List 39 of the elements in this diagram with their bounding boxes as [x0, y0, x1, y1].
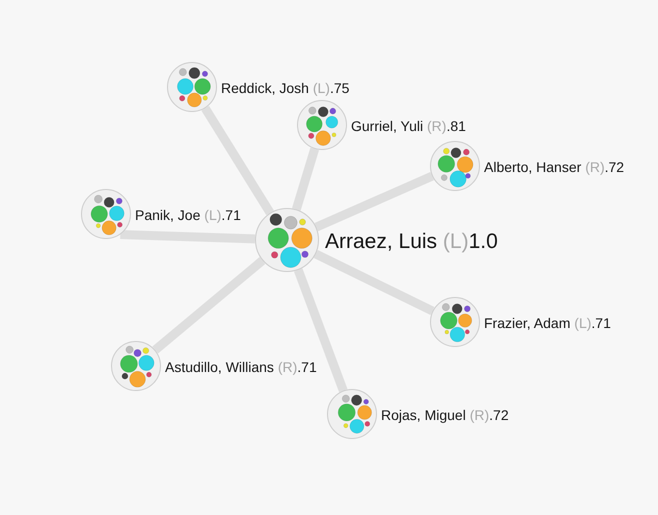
player-name: Gurriel, Yuli — [351, 119, 424, 133]
handedness-label: (R) — [470, 408, 490, 422]
player-name: Astudillo, Willians — [165, 360, 274, 374]
player-name: Panik, Joe — [135, 208, 200, 222]
bubble-cluster-drawing — [430, 141, 480, 191]
handedness-label: (L) — [574, 316, 592, 330]
player-name: Alberto, Hanser — [484, 160, 582, 174]
similarity-score: .71 — [591, 316, 611, 330]
bubble-cluster-drawing — [255, 208, 319, 272]
player-name: Frazier, Adam — [484, 316, 570, 330]
bubble-cluster-drawing — [430, 297, 480, 347]
handedness-label: (L) — [204, 208, 222, 222]
handedness-label: (R) — [278, 360, 298, 374]
similarity-score: .72 — [604, 160, 624, 174]
similarity-score: .71 — [221, 208, 241, 222]
similarity-score: .81 — [446, 119, 466, 133]
similarity-score: .75 — [330, 81, 350, 95]
connector-line — [201, 106, 274, 216]
handedness-label: (L) — [312, 81, 330, 95]
connector-line — [120, 230, 256, 244]
handedness-label: (R) — [427, 119, 446, 133]
handedness-label: (R) — [585, 160, 605, 174]
player-name: Rojas, Miguel — [381, 408, 466, 422]
connector-line — [294, 268, 348, 392]
handedness-label: (L) — [442, 230, 469, 252]
bubble-cluster-drawing — [327, 389, 377, 439]
bubble-cluster-drawing — [167, 62, 217, 112]
connector-line — [152, 257, 266, 354]
player-name: Reddick, Josh — [221, 81, 309, 95]
bubble-cluster-drawing — [297, 100, 347, 150]
similarity-score: .72 — [489, 408, 509, 422]
connector-line — [314, 172, 434, 232]
bubble-cluster-drawing — [111, 341, 161, 391]
similarity-score: .71 — [297, 360, 317, 374]
connector-line — [314, 250, 434, 316]
player-name: Arraez, Luis — [325, 230, 438, 252]
connector-line — [292, 148, 319, 211]
bubble-cluster-drawing — [81, 189, 131, 239]
similarity-score: 1.0 — [468, 230, 498, 252]
